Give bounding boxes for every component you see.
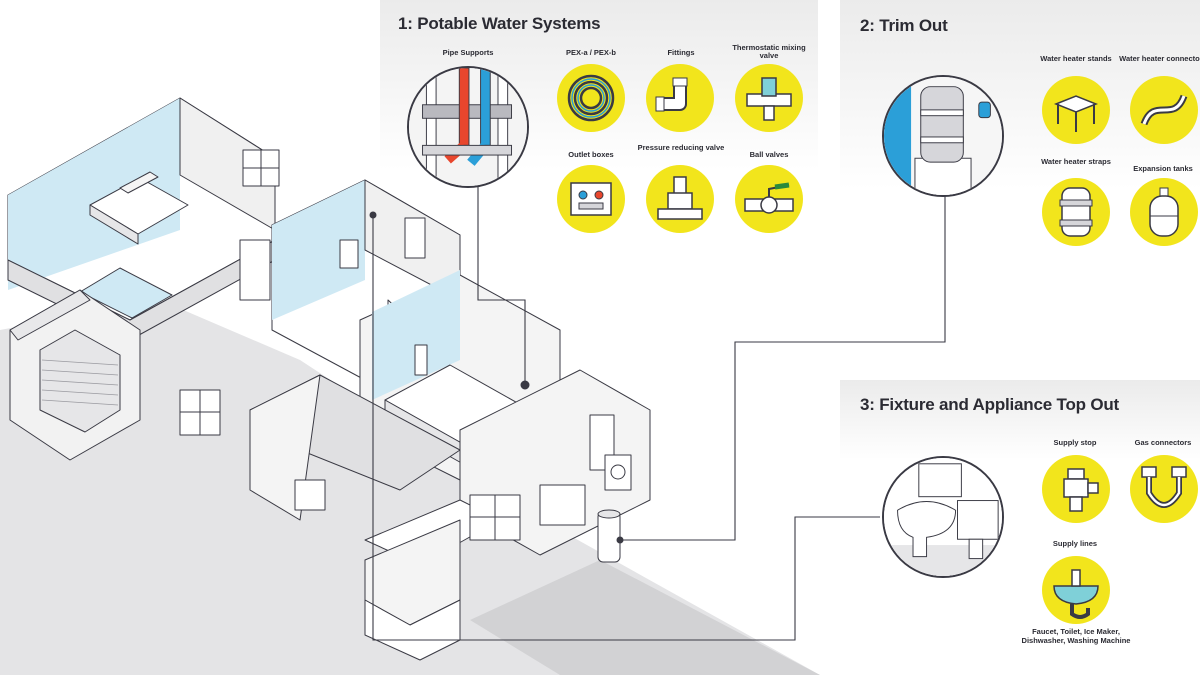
expansion-tank-icon [1130, 178, 1198, 246]
label-heater-straps: Water heater straps [1041, 157, 1111, 166]
section-title-fixture-top-out: 3: Fixture and Appliance Top Out [860, 395, 1120, 414]
heater-strap-icon [1042, 178, 1110, 246]
label-fittings: Fittings [667, 48, 695, 57]
heater-connection-dot [616, 536, 624, 544]
label-mixing-valve: Thermostatic mixing valve [732, 43, 806, 60]
label-supply-stop: Supply stop [1053, 438, 1097, 447]
section-title-potable-water: 1: Potable Water Systems [398, 14, 601, 33]
label-gas-connectors: Gas connectors [1134, 438, 1192, 447]
ball-valve-icon [735, 165, 803, 233]
mixing-valve-icon [735, 64, 803, 132]
supply-stop-icon [1042, 455, 1110, 523]
label-heater-connectors: Water heater connectors [1119, 54, 1200, 63]
outlet-box-icon [557, 165, 625, 233]
panel-fixture-top-out [840, 380, 1200, 460]
section-title-trim-out: 2: Trim Out [860, 16, 948, 35]
heater-connector-icon [1130, 76, 1198, 144]
label-outlet-boxes: Outlet boxes [568, 150, 614, 159]
water-heater-detail [882, 75, 1004, 197]
pipe-supports-detail [407, 66, 529, 188]
label-expansion-tanks: Expansion tanks [1133, 164, 1193, 173]
connector-lines [372, 155, 946, 641]
label-heater-stands: Water heater stands [1040, 54, 1112, 63]
label-pex: PEX-a / PEX-b [565, 48, 616, 57]
label-ball-valves: Ball valves [749, 150, 789, 159]
pex-coil-icon [557, 64, 625, 132]
heater-stand-icon [1042, 76, 1110, 144]
supply-lines-icon [1042, 556, 1110, 624]
label-pressure-valve: Pressure reducing valve [637, 143, 725, 152]
toilet-sink-detail [882, 456, 1004, 578]
gas-connector-icon [1130, 455, 1198, 523]
elbow-fitting-icon [646, 64, 714, 132]
label-pipe-supports: Pipe Supports [442, 48, 494, 57]
pressure-valve-icon [646, 165, 714, 233]
fixture-connection-dot [369, 211, 377, 219]
isometric-house [7, 97, 651, 661]
label-supply-lines: Supply lines [1052, 539, 1098, 548]
supply-lines-caption: Faucet, Toilet, Ice Maker, Dishwasher, W… [1021, 627, 1131, 645]
